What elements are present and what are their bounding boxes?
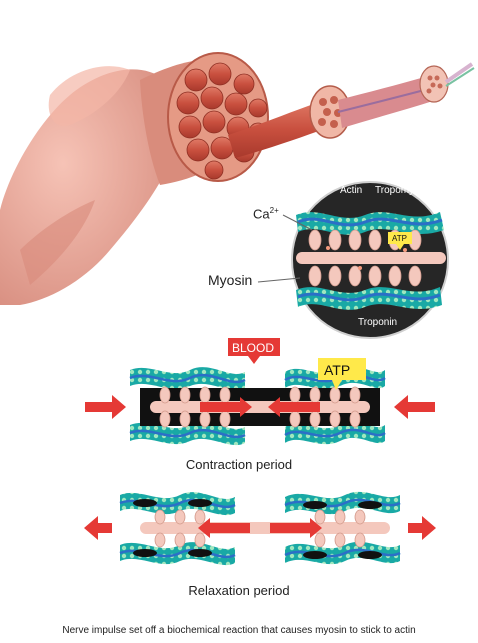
atp-tag-large	[318, 358, 366, 380]
arrow-push-right	[394, 395, 435, 419]
arrow-pull-right	[408, 516, 436, 540]
blood-label: BLOOD	[232, 341, 275, 355]
atp-label-small: ATP	[392, 234, 407, 243]
troponin-label: Troponin	[358, 317, 398, 328]
zoom-circle	[257, 181, 449, 339]
actin-label: Actin	[340, 185, 363, 196]
blood-tag	[228, 338, 280, 356]
contraction-period-label: Contraction period	[185, 457, 293, 472]
arrow-out-inner-left	[198, 518, 250, 538]
myosin-label: Myosin	[208, 272, 253, 288]
tropomyosin-label: Tropomyosin	[375, 185, 433, 196]
arrow-push-left	[85, 395, 126, 419]
arrow-pull-left	[84, 516, 112, 540]
calcium-label: Ca2+	[253, 206, 279, 222]
relaxation-sarcomere	[84, 491, 436, 566]
relaxation-period-label: Relaxation period	[188, 583, 290, 598]
arrow-out-inner-right	[270, 518, 322, 538]
arrow-inward-left	[200, 397, 252, 417]
arrow-inward-right	[268, 397, 320, 417]
atp-tag-small	[388, 232, 412, 244]
contraction-sarcomere	[85, 338, 435, 446]
muscle-illustration	[0, 52, 475, 305]
atp-label-large: ATP	[324, 362, 351, 378]
caption: Nerve impulse set off a biochemical reac…	[62, 625, 416, 636]
